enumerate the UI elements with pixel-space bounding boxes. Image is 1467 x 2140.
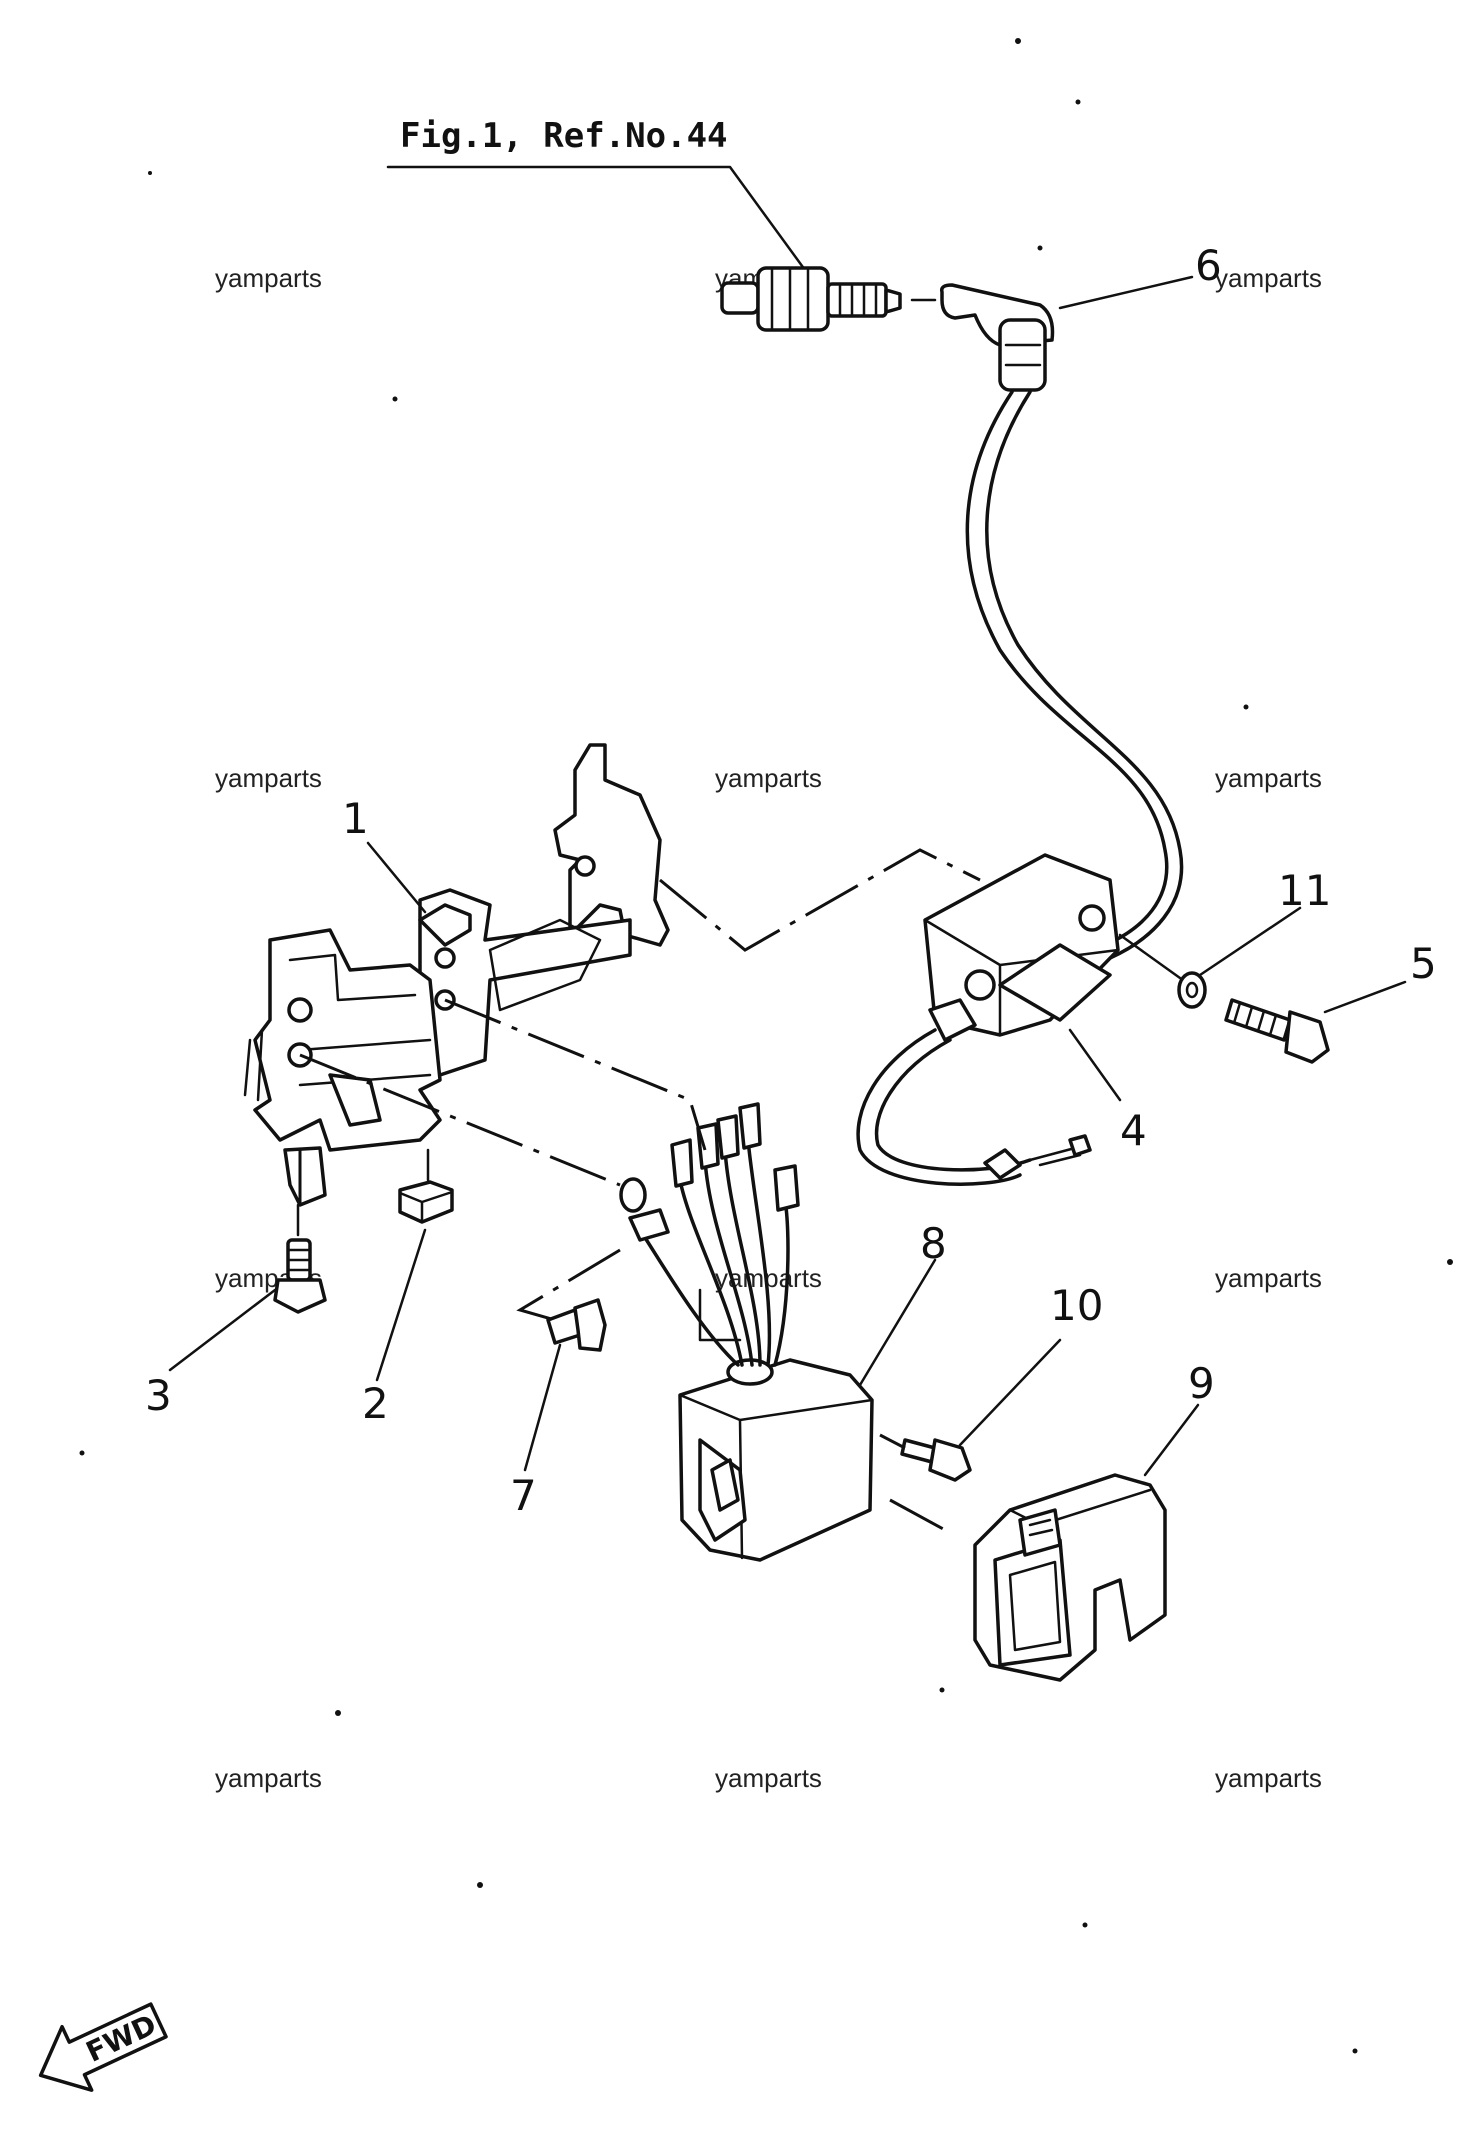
watermark: yamparts: [1215, 763, 1322, 793]
part-10-bolt: [900, 1438, 972, 1482]
leader-3: [168, 1288, 277, 1372]
watermark: yamparts: [715, 1763, 822, 1793]
part-11-washer: [1177, 971, 1207, 1009]
part-8-cdi-unit: [619, 1102, 874, 1562]
callout-8: 8: [920, 1219, 947, 1268]
leader-7: [523, 1343, 562, 1472]
callout-11: 11: [1278, 866, 1331, 915]
watermark: yamparts: [1215, 1263, 1322, 1293]
callout-1: 1: [342, 794, 369, 843]
watermark: yamparts: [1215, 1763, 1322, 1793]
reference-callout: Fig.1, Ref.No.44: [386, 116, 807, 272]
callout-3: 3: [145, 1371, 172, 1420]
callout-10: 10: [1050, 1281, 1103, 1330]
leader-11: [1198, 906, 1302, 977]
part-1-bracket: [243, 743, 670, 1207]
callout-7: 7: [510, 1471, 537, 1520]
part-3-screw: [273, 1203, 327, 1314]
part-5-bolt: [1224, 998, 1330, 1064]
watermark: yamparts: [215, 763, 322, 793]
callout-4: 4: [1120, 1106, 1147, 1155]
scan-specks: [79, 38, 1453, 2054]
dash-link-coil-washer: [1118, 933, 1182, 980]
assembly-lines: [298, 848, 981, 1532]
callout-leaders: [168, 275, 1407, 1477]
callout-9: 9: [1188, 1359, 1215, 1408]
leader-6: [1058, 275, 1194, 310]
fwd-arrow-icon: FWD: [38, 2002, 168, 2092]
leader-9: [1143, 1403, 1200, 1477]
leader-2: [375, 1228, 427, 1382]
reference-leader: [386, 165, 807, 272]
reference-label: Fig.1, Ref.No.44: [400, 116, 728, 156]
part-6-plug-cap: [939, 283, 1184, 960]
spark-plug: [720, 266, 937, 332]
callout-numbers: 1 2 3 4 5 6 7 8 9 10 11: [145, 241, 1437, 1520]
part-2-clip: [398, 1148, 454, 1224]
watermark: yamparts: [1215, 263, 1322, 293]
watermark: yamparts: [715, 763, 822, 793]
leader-4: [1068, 1028, 1122, 1102]
callout-6: 6: [1195, 241, 1222, 290]
callout-2: 2: [362, 1379, 389, 1428]
watermark: yamparts: [215, 1763, 322, 1793]
leader-1: [366, 841, 427, 914]
part-7-screw: [546, 1298, 607, 1352]
callout-5: 5: [1410, 939, 1437, 988]
part-4-ignition-coil: [856, 853, 1120, 1186]
watermark: yamparts: [215, 263, 322, 293]
leader-8: [858, 1258, 937, 1387]
leader-5: [1323, 980, 1407, 1014]
part-9-cover: [973, 1473, 1167, 1682]
leader-10: [958, 1338, 1062, 1447]
